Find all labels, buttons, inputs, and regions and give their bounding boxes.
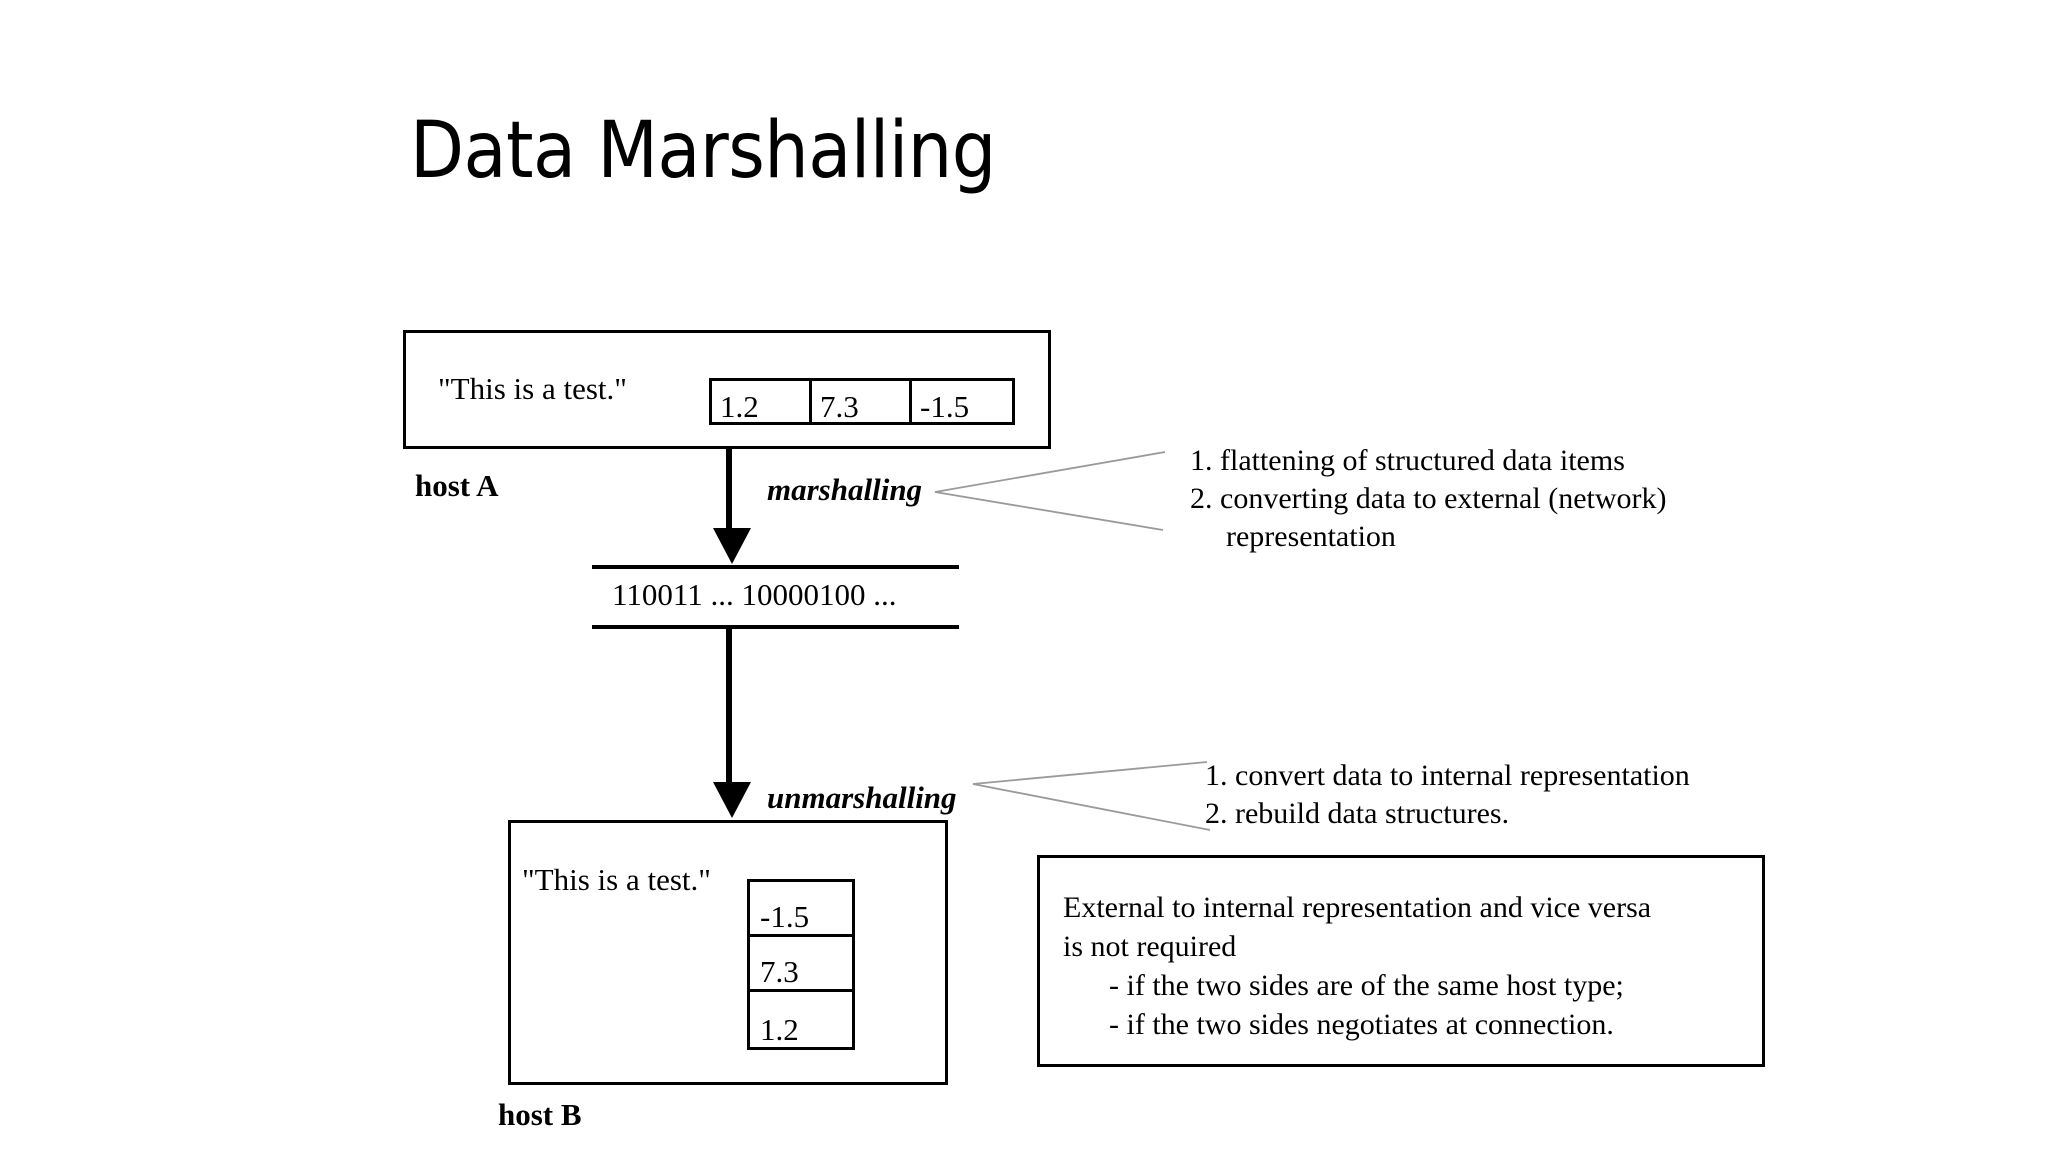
host-b-array-cell-2: 1.2 — [760, 1012, 799, 1047]
host-a-label: host A — [415, 468, 499, 503]
external-note-text: External to internal representation and … — [1063, 888, 1651, 1044]
unmarshalling-arrow-head-icon — [713, 782, 751, 818]
marshalling-notes: 1. flattening of structured data items 2… — [1190, 442, 1666, 556]
host-b-container-box — [508, 820, 948, 1085]
marshalling-note-1: 1. flattening of structured data items — [1190, 444, 1625, 477]
host-a-string-value: "This is a test." — [438, 371, 627, 406]
marshalling-label: marshalling — [767, 472, 923, 507]
wire-top-line — [592, 565, 959, 569]
bitstream-value: 110011 ... 10000100 ... — [612, 577, 897, 612]
host-a-array-cell-0: 1.2 — [712, 381, 812, 422]
external-note-box — [1037, 855, 1765, 1067]
external-note-line-3: - if the two sides are of the same host … — [1109, 969, 1624, 1002]
unmarshalling-arrow-shaft — [726, 626, 732, 786]
external-note-line-4: - if the two sides negotiates at connect… — [1109, 1008, 1614, 1041]
host-b-label: host B — [498, 1097, 582, 1132]
marshalling-note-2: 2. converting data to external (network) — [1190, 482, 1667, 516]
unmarshalling-leader-line — [972, 761, 1211, 831]
unmarshalling-label: unmarshalling — [767, 780, 957, 815]
host-a-array: 1.2 7.3 -1.5 — [709, 378, 1015, 425]
external-note-line-1: External to internal representation and … — [1063, 891, 1652, 924]
host-b-array-cell-1: 7.3 — [750, 937, 852, 992]
unmarshalling-notes: 1. convert data to internal representati… — [1205, 757, 1690, 833]
unmarshalling-note-1: 1. convert data to internal representati… — [1205, 759, 1690, 792]
host-b-array: -1.5 7.3 1.2 — [747, 879, 855, 1050]
host-b-string-value: "This is a test." — [522, 862, 711, 897]
host-a-array-cell-2: -1.5 — [920, 389, 970, 424]
wire-bottom-line — [592, 625, 959, 629]
marshalling-leader-line — [934, 451, 1166, 531]
host-a-array-cell-1: 7.3 — [812, 381, 912, 422]
host-b-array-cell-0: -1.5 — [750, 882, 852, 937]
marshalling-note-2-cont: representation — [1226, 520, 1396, 554]
unmarshalling-note-2: 2. rebuild data structures. — [1205, 797, 1510, 831]
external-note-line-2: is not required — [1063, 930, 1237, 963]
marshalling-arrow-head-icon — [713, 528, 751, 564]
page-title: Data Marshalling — [410, 106, 996, 196]
marshalling-arrow-shaft — [726, 449, 732, 536]
